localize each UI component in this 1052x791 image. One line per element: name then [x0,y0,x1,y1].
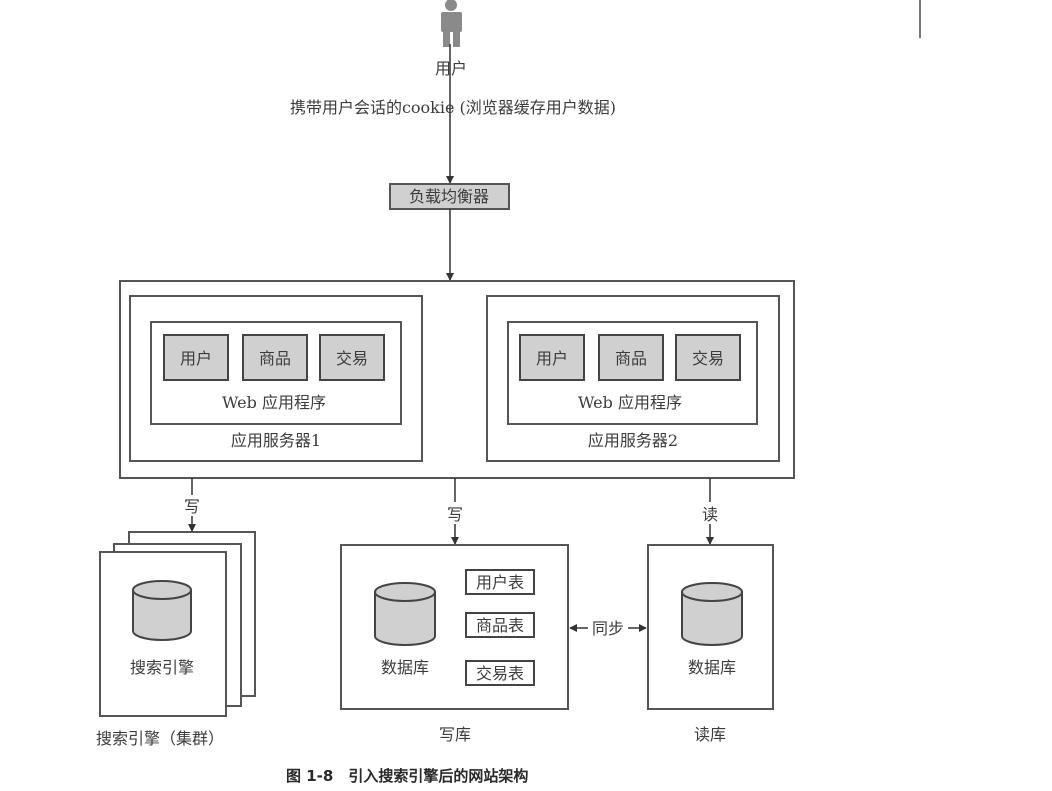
webapp-1-label: Web 应用程序 [222,393,326,412]
read-db-database-icon [681,582,743,646]
module-goods-1-label: 商品 [259,349,291,368]
module-trade-1-label: 交易 [336,349,368,368]
app-server-2: 用户 商品 交易 Web 应用程序 应用服务器2 [486,295,780,462]
app-server-1-box [129,295,423,462]
module-goods-1 [242,334,308,381]
app-server-1: 用户 商品 交易 Web 应用程序 应用服务器1 [129,295,423,462]
module-trade-2 [675,334,741,381]
module-user-1-label: 用户 [180,349,212,368]
module-goods-2 [598,334,664,381]
search-engine-inner-label: 搜索引擎 [130,658,194,677]
cookie-note: 携带用户会话的cookie (浏览器缓存用户数据) [290,98,616,117]
app-server-2-label: 应用服务器2 [588,431,678,450]
app-server-2-box [486,295,780,462]
load-balancer-box [389,183,510,210]
table-trade-label: 交易表 [476,664,524,683]
webapp-2-label: Web 应用程序 [578,393,682,412]
read-db-box [647,544,774,710]
write-db-box [340,544,569,710]
read-db: 数据库 [647,544,774,710]
search-engine-database-icon [132,580,192,641]
table-user [465,569,535,595]
table-goods-label: 商品表 [476,616,524,635]
write-db-inner-label: 数据库 [381,658,429,677]
write-db: 数据库 用户表 商品表 交易表 [340,544,569,710]
search-engine-caption: 搜索引擎（集群） [96,729,224,748]
table-goods [465,612,535,638]
read-db-inner-label: 数据库 [688,658,736,677]
module-user-1 [163,334,229,381]
webapp-1-box [150,321,402,425]
user-label: 用户 [435,59,467,78]
table-trade [465,660,535,686]
module-user-2-label: 用户 [536,349,568,368]
user-person-icon [441,0,462,47]
write-to-db-label: 写 [447,505,463,524]
figure-caption: 图 1-8 引入搜索引擎后的网站架构 [286,767,528,785]
module-goods-2-label: 商品 [615,349,647,368]
module-trade-2-label: 交易 [692,349,724,368]
read-from-db-label: 读 [702,505,718,524]
app-server-cluster-box [119,280,795,479]
module-user-2 [519,334,585,381]
read-db-caption: 读库 [694,725,726,744]
load-balancer-label: 负载均衡器 [409,187,489,206]
sync-label: 同步 [592,619,624,638]
write-to-search-label: 写 [184,497,200,516]
table-user-label: 用户表 [476,573,524,592]
module-trade-1 [319,334,385,381]
write-db-caption: 写库 [439,725,471,744]
webapp-2-box [507,321,758,425]
write-db-database-icon [374,582,436,646]
search-engine-cluster: 搜索引擎 [99,531,256,717]
app-server-1-label: 应用服务器1 [231,431,321,450]
